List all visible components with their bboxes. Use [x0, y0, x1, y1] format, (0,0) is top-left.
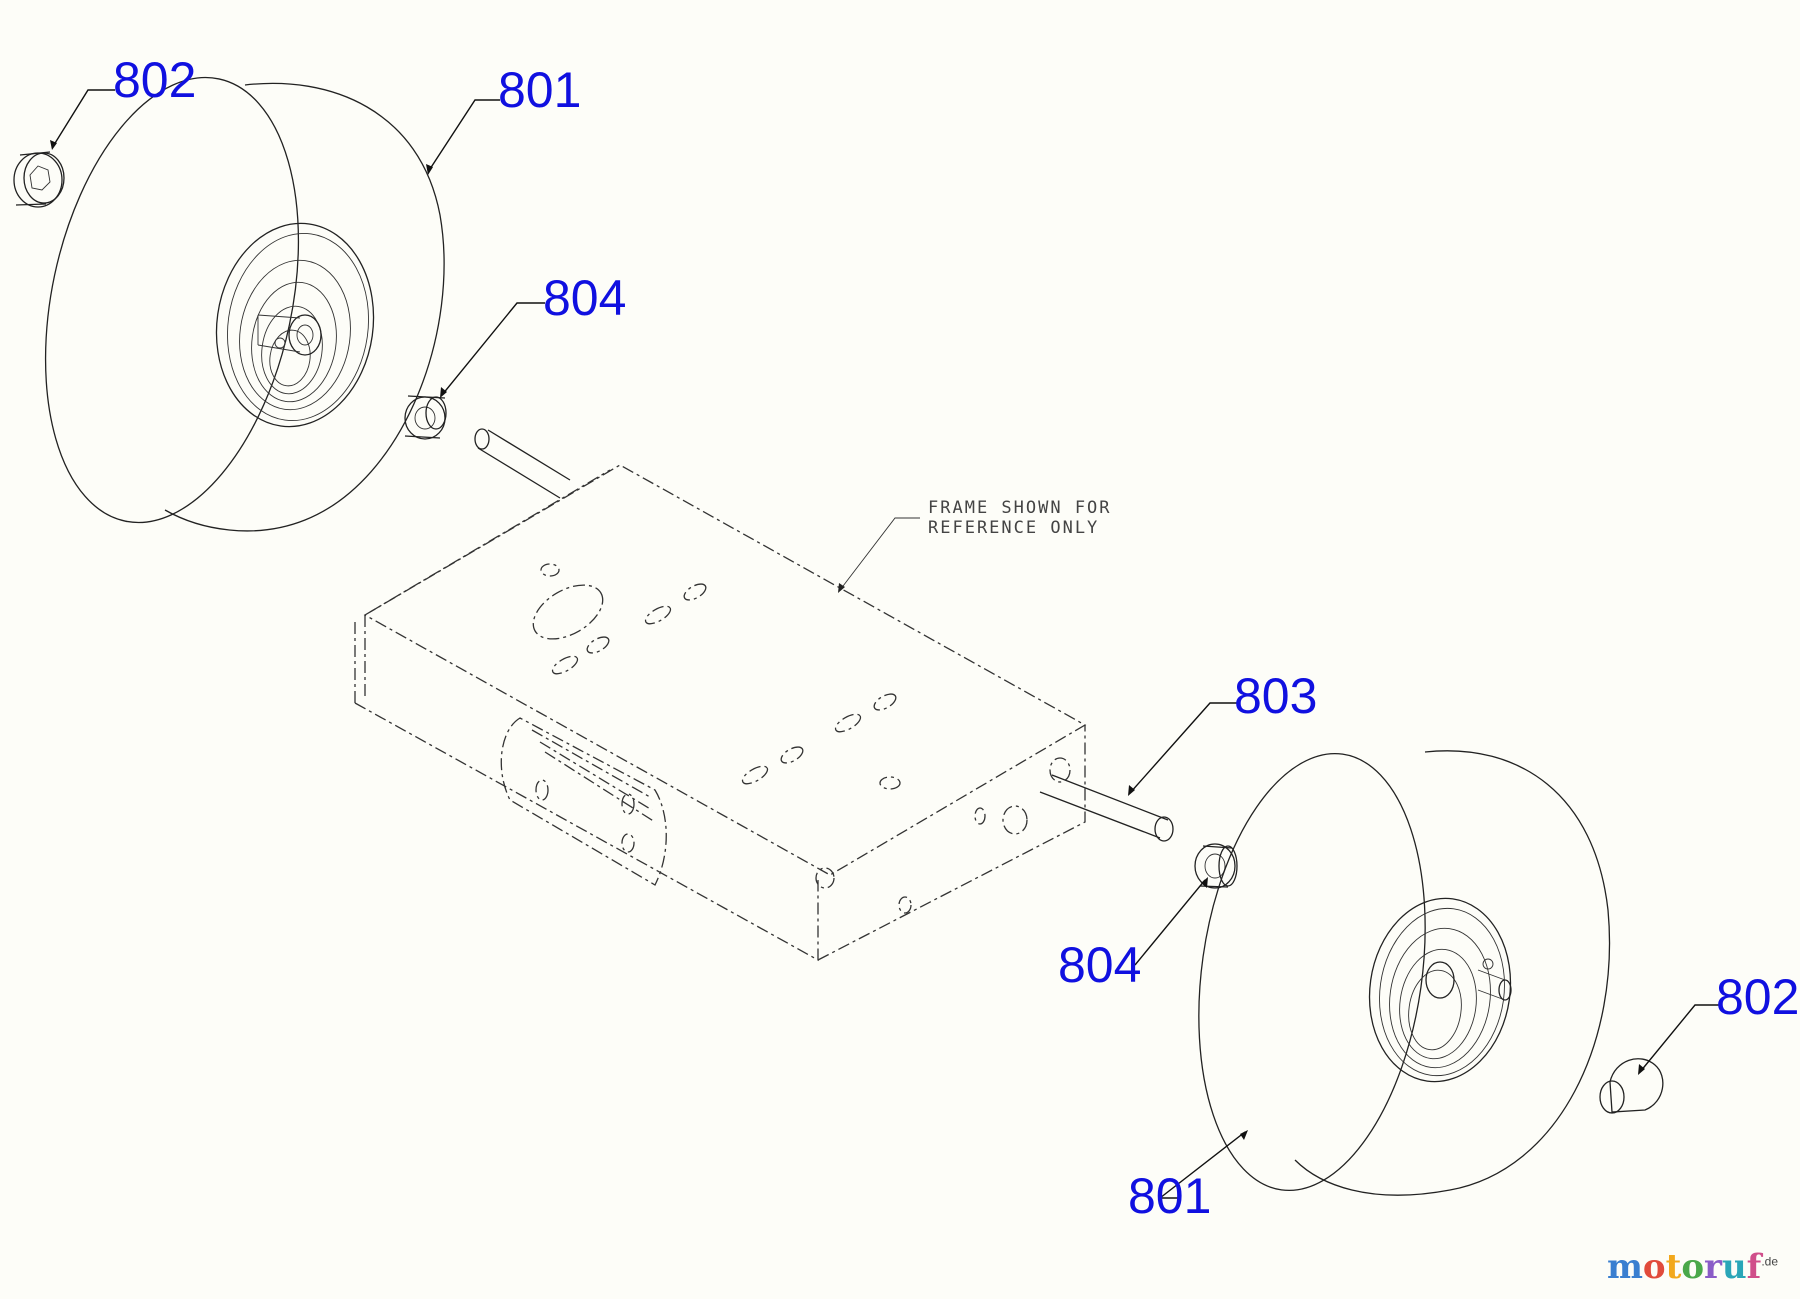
wheel-top-left — [44, 76, 445, 532]
frame-note-line-1: FRAME SHOWN FOR — [928, 498, 1112, 518]
frame-note-line-2: REFERENCE ONLY — [928, 518, 1099, 538]
callout-801-top: 801 — [498, 62, 581, 118]
watermark-letter: u — [1721, 1247, 1747, 1287]
leader-lines — [50, 89, 1720, 1199]
hub-cap-top-left — [13, 151, 65, 208]
frame-reference — [354, 464, 1087, 962]
watermark-letter: o — [1642, 1247, 1666, 1287]
watermark-logo: motoruf.de — [1607, 1247, 1778, 1287]
callout-804-top: 804 — [543, 270, 626, 326]
callout-804-bottom: 804 — [1058, 937, 1141, 993]
callout-801-bottom: 801 — [1128, 1168, 1211, 1224]
callout-802-bottom: 802 — [1716, 969, 1799, 1025]
watermark-text: motoruf — [1607, 1247, 1761, 1287]
axle-shaft — [474, 428, 1174, 842]
watermark-letter: t — [1665, 1247, 1682, 1287]
watermark-letter: m — [1606, 1247, 1643, 1287]
spacer-top — [404, 395, 447, 440]
callout-803: 803 — [1234, 668, 1317, 724]
wheel-bottom-right — [1198, 750, 1611, 1196]
watermark-suffix: .de — [1761, 1254, 1778, 1269]
watermark-letter: r — [1704, 1247, 1722, 1287]
spacer-bottom — [1194, 843, 1238, 889]
watermark-letter: o — [1681, 1247, 1705, 1287]
hub-cap-bottom-right — [1599, 1058, 1664, 1114]
callout-802-top: 802 — [113, 52, 196, 108]
watermark-letter: f — [1746, 1247, 1762, 1287]
